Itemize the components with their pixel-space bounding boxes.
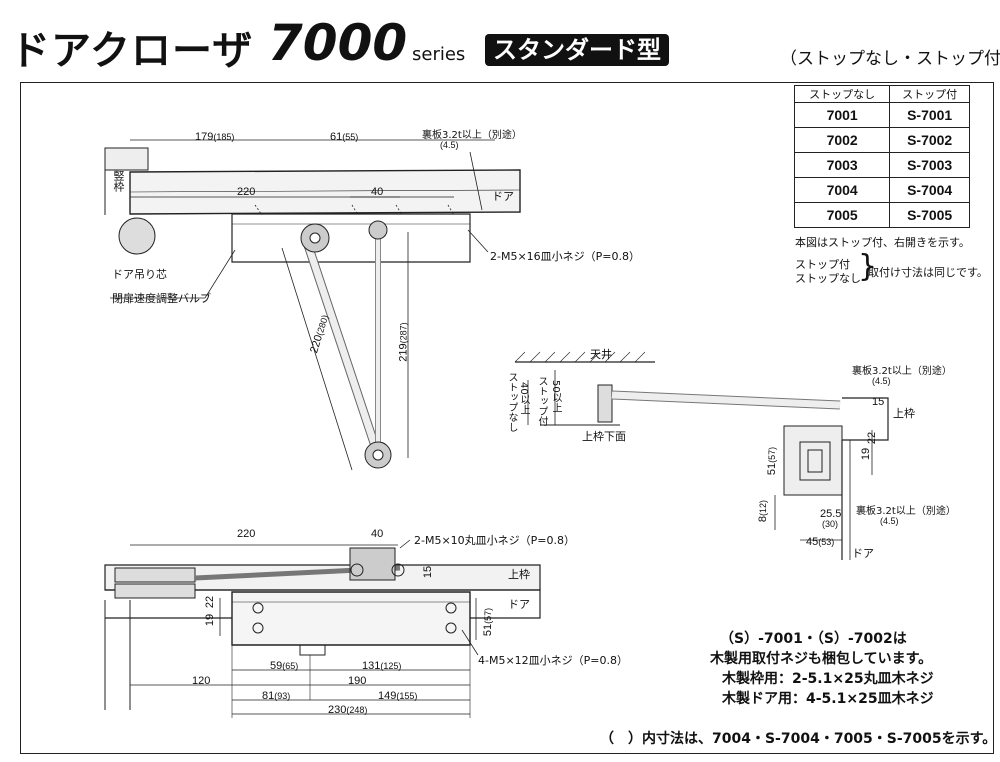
front-dim-131: 131(125) <box>362 660 402 672</box>
side-upper-frame-label: 上枠 <box>893 407 915 420</box>
front-dim-22: 22 <box>204 595 217 609</box>
drawing-frame <box>20 82 994 754</box>
side-dim-19: 19 <box>860 447 873 461</box>
stop-without-label: ストップなし <box>795 272 861 285</box>
dim-220: 220 <box>237 186 256 198</box>
side-backing-plate-alt: (4.5) <box>872 376 891 386</box>
frame-bottom-label: 上枠下面 <box>582 430 626 443</box>
arm-dim-219: 219(287) <box>397 322 410 362</box>
side-view-drawing <box>514 351 889 560</box>
frame-label: 竪枠 <box>112 170 125 192</box>
dim-40: 40 <box>371 186 384 198</box>
table-cell: 7005 <box>793 202 891 228</box>
screws-note-line1: 木製用取付ネジも梱包しています。 <box>710 651 933 667</box>
table-header: ストップ付 <box>889 85 970 103</box>
hinge-center-label: ドア吊り芯 <box>112 268 167 281</box>
table-header: ストップなし <box>793 85 891 103</box>
stop-with-dim: 50以上 <box>550 380 561 413</box>
screws-note-line3: 木製ドア用：4-5.1×25皿木ネジ <box>722 691 934 707</box>
screws-note-line2: 木製枠用：2-5.1×25丸皿木ネジ <box>722 671 934 687</box>
side-backing-plate2-alt: (4.5) <box>880 516 899 526</box>
backing-plate-alt: (4.5) <box>440 140 459 150</box>
type-badge: スタンダード型 <box>485 34 669 66</box>
table-cell: 7004 <box>793 177 891 203</box>
front-upper-frame-label: 上枠 <box>508 568 530 581</box>
front-dim-149: 149(155) <box>378 690 418 702</box>
front-dim-19: 19 <box>204 613 217 627</box>
stop-variants-label: （ストップなし・ストップ付） <box>780 49 1000 69</box>
table-cell: S-7005 <box>889 202 970 228</box>
front-dim-51: 51(57) <box>482 607 495 637</box>
valve-label: 閉扉速度調整バルブ <box>112 292 211 305</box>
paren-note: （ ）内寸法は、7004・S-7004・7005・S-7005を示す。 <box>600 731 997 747</box>
side-dim-25-5: 25.5 <box>820 508 842 520</box>
side-dim-8: 8(12) <box>757 499 770 523</box>
front-dim-15: 15 <box>422 565 435 579</box>
side-dim-22: 22 <box>866 431 879 445</box>
series-label: series <box>412 44 466 65</box>
top-view-drawing <box>104 139 521 471</box>
front-door-label: ドア <box>508 598 530 611</box>
front-dim-81: 81(93) <box>262 690 291 702</box>
page-header: ドアクローザ 7000 series スタンダード型 （ストップなし・ストップ付… <box>0 0 1000 80</box>
table-cell: 7001 <box>793 102 891 128</box>
backing-plate-label: 裏板3.2t以上（別途） <box>422 130 522 141</box>
product-title: ドアクローザ <box>10 28 254 74</box>
screw-label-front-top: 2-M5×10丸皿小ネジ（P=0.8） <box>414 534 576 547</box>
ceiling-label: 天井 <box>590 348 612 361</box>
front-view-drawing <box>104 539 541 718</box>
screw-label-top: 2-M5×16皿小ネジ（P=0.8） <box>490 250 641 263</box>
brace-symbol: } <box>858 249 878 284</box>
door-label: ドア <box>492 190 514 203</box>
front-dim-190: 190 <box>348 675 367 687</box>
side-dim-30: (30) <box>822 519 839 529</box>
screws-note-title: （S）-7001・（S）-7002は <box>720 631 907 647</box>
front-dim-40: 40 <box>371 528 384 540</box>
side-backing-plate2-label: 裏板3.2t以上（別途） <box>856 506 956 517</box>
side-dim-45: 45(53) <box>806 536 835 548</box>
side-backing-plate-label: 裏板3.2t以上（別途） <box>852 366 952 377</box>
front-dim-220: 220 <box>237 528 256 540</box>
dim-179: 179(185) <box>195 131 235 143</box>
side-dim-51: 51(57) <box>766 446 779 476</box>
side-door-label: ドア <box>852 547 874 560</box>
table-cell: S-7002 <box>889 127 970 153</box>
front-dim-230: 230(248) <box>328 704 368 716</box>
stop-none-label: ストップなし <box>506 372 517 432</box>
table-cell: S-7001 <box>889 102 970 128</box>
screw-label-front-bottom: 4-M5×12皿小ネジ（P=0.8） <box>478 654 629 667</box>
stop-none-dim: 40以上 <box>518 382 529 415</box>
table-header-row: ストップなし ストップ付 <box>793 85 970 103</box>
model-number: 7000 <box>268 14 408 72</box>
figure-note: 本図はストップ付、右開きを示す。 <box>795 236 970 249</box>
table-cell: S-7004 <box>889 177 970 203</box>
dim-61: 61(55) <box>330 131 359 143</box>
same-dimensions-note: 取付け寸法は同じです。 <box>868 266 988 279</box>
front-dim-120: 120 <box>192 675 211 687</box>
stop-with-side-label: ストップ付 <box>536 376 547 426</box>
table-cell: 7002 <box>793 127 891 153</box>
table-cell: S-7003 <box>889 152 970 178</box>
side-dim-15: 15 <box>872 396 885 408</box>
stop-with-label: ストップ付 <box>795 258 850 271</box>
table-cell: 7003 <box>793 152 891 178</box>
front-dim-59: 59(65) <box>270 660 299 672</box>
